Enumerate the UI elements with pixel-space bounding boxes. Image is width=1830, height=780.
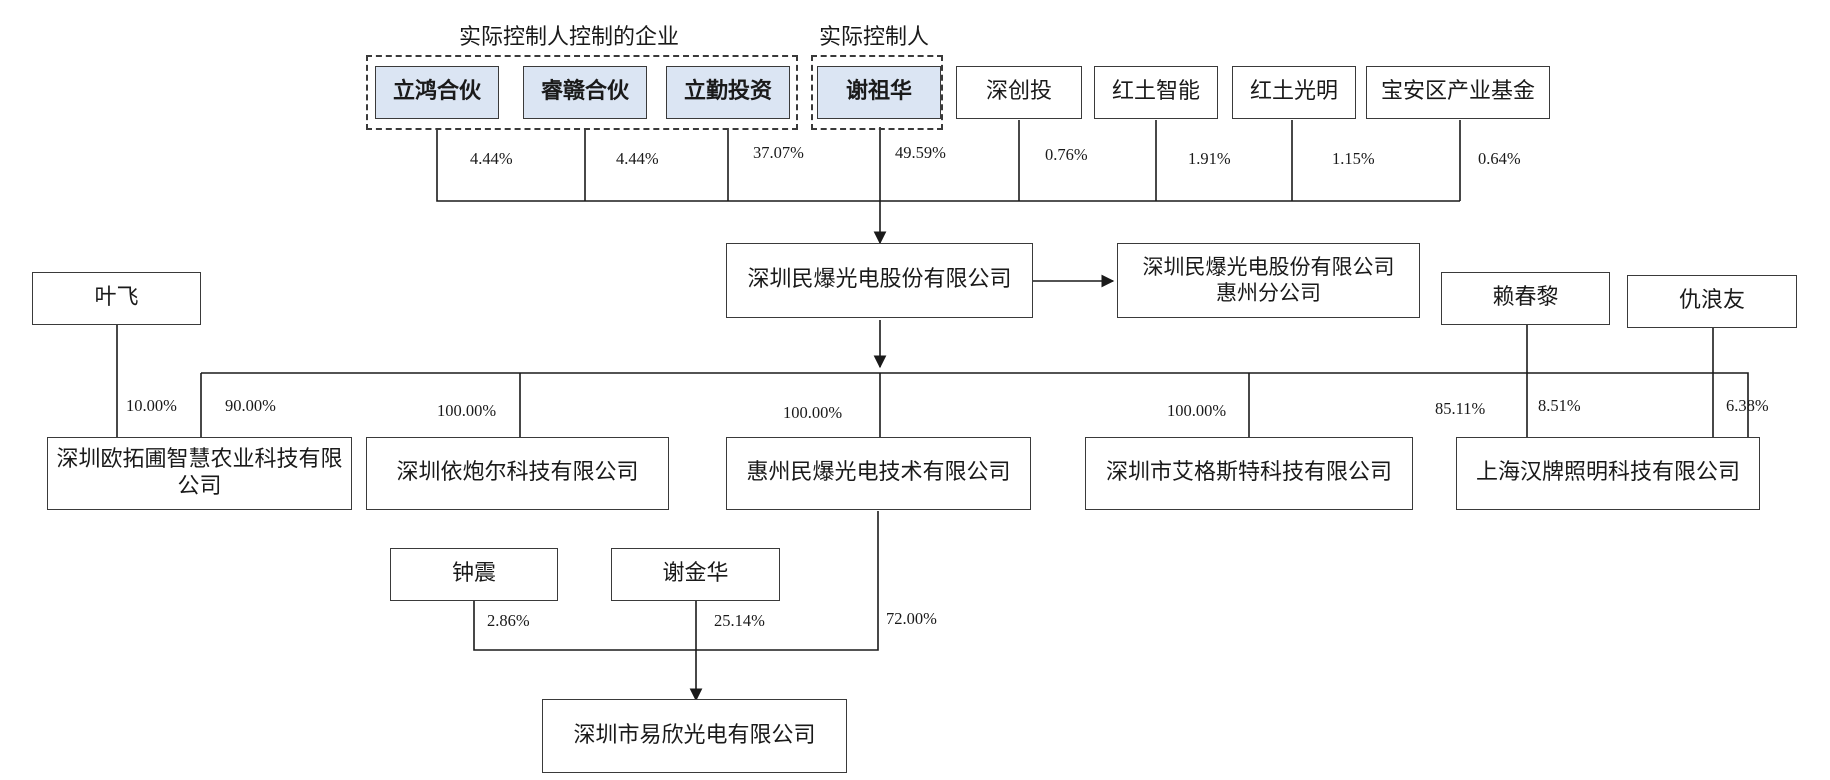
pct-xiejinhua-yixin: 25.14% <box>714 611 765 630</box>
node-hongtuzhineng: 红土智能 <box>1094 66 1218 119</box>
enterprises-group-label: 实际控制人控制的企业 <box>459 25 680 50</box>
pct-hongtuguangming: 1.15% <box>1332 149 1375 168</box>
pct-lihong: 4.44% <box>470 149 513 168</box>
node-aigesite: 深圳市艾格斯特科技有限公司 <box>1085 437 1413 510</box>
node-outuopu: 深圳欧拓圃智慧农业科技有限 公司 <box>47 437 352 510</box>
node-huizhou-tech: 惠州民爆光电技术有限公司 <box>726 437 1031 510</box>
pct-liqin: 37.07% <box>753 143 804 162</box>
node-lihong: 立鸿合伙 <box>375 66 499 119</box>
pct-main-yipaoer: 100.00% <box>437 401 497 420</box>
pct-yefei-outuopu: 10.00% <box>126 396 177 415</box>
pct-main-outuopu: 90.00% <box>225 396 276 415</box>
zhongzhen-link <box>473 511 879 651</box>
pct-hongtuzhineng: 1.91% <box>1188 149 1231 168</box>
pct-ruigan: 4.44% <box>616 149 659 168</box>
pct-shenchuangtou: 0.76% <box>1045 145 1088 164</box>
node-main-company: 深圳民爆光电股份有限公司 <box>726 243 1033 318</box>
controller-dashed-frame <box>811 55 943 130</box>
node-baoan-fund: 宝安区产业基金 <box>1366 66 1550 119</box>
node-yipaoer: 深圳依炮尔科技有限公司 <box>366 437 669 510</box>
node-hanpai: 上海汉牌照明科技有限公司 <box>1456 437 1760 510</box>
node-xiejinhua: 谢金华 <box>611 548 780 601</box>
node-liqin: 立勤投资 <box>666 66 790 119</box>
pct-laichunli-hanpai: 8.51% <box>1538 396 1581 415</box>
node-xiezuhua: 谢祖华 <box>817 66 941 119</box>
node-qiulangyou: 仇浪友 <box>1627 275 1797 328</box>
subsidiary-bus-line <box>201 372 1749 437</box>
enterprises-dashed-frame <box>366 55 798 130</box>
node-hongtuguangming: 红土光明 <box>1232 66 1356 119</box>
node-yefei: 叶飞 <box>32 272 201 325</box>
node-ruigan: 睿赣合伙 <box>523 66 647 119</box>
pct-main-aigesite: 100.00% <box>1167 401 1227 420</box>
controller-group-label: 实际控制人 <box>819 25 930 50</box>
node-yixin: 深圳市易欣光电有限公司 <box>542 699 847 773</box>
node-shenchuangtou: 深创投 <box>956 66 1082 119</box>
pct-main-huizhou-tech: 100.00% <box>783 403 843 422</box>
pct-qiulangyou-hanpai: 6.38% <box>1726 396 1769 415</box>
pct-huizhou-tech-yixin: 72.00% <box>886 609 937 628</box>
node-zhongzhen: 钟震 <box>390 548 558 601</box>
shareholder-bus-line <box>436 128 1460 202</box>
pct-main-hanpai: 85.11% <box>1435 399 1486 418</box>
node-laichunli: 赖春黎 <box>1441 272 1610 325</box>
node-huizhou-branch: 深圳民爆光电股份有限公司 惠州分公司 <box>1117 243 1420 318</box>
pct-xiezuhua: 49.59% <box>895 143 946 162</box>
pct-baoan-fund: 0.64% <box>1478 149 1521 168</box>
pct-zhongzhen-yixin: 2.86% <box>487 611 530 630</box>
